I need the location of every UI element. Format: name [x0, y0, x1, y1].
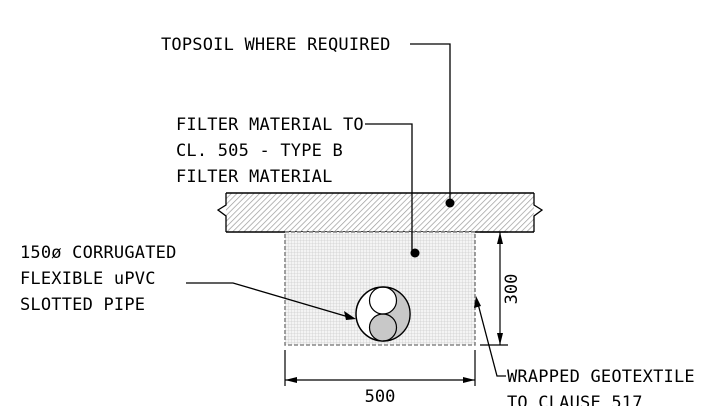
topsoil-leader: [410, 43, 455, 208]
filter-label-line-2: CL. 505 - TYPE B: [176, 141, 343, 161]
geotextile-leader: [474, 296, 506, 377]
pipe-symbol: [355, 286, 411, 342]
filter-label-line-3: FILTER MATERIAL: [176, 167, 333, 187]
geotextile-label-line-1: WRAPPED GEOTEXTILE: [507, 367, 695, 387]
geotextile-label-line-2: TO CLAUSE 517: [507, 393, 643, 406]
pipe-label-line-2: FLEXIBLE uPVC: [20, 269, 156, 289]
filter-label-line-1: FILTER MATERIAL TO: [176, 115, 364, 135]
break-line-left: [216, 193, 227, 232]
depth-dimension-label: 300: [502, 274, 522, 305]
pipe-label-line-1: 150ø CORRUGATED: [20, 243, 177, 263]
filter-leader: [365, 123, 420, 258]
width-dimension: [284, 350, 476, 386]
pipe-leader: [186, 282, 356, 320]
depth-dimension: [480, 231, 508, 346]
pipe-label-line-3: SLOTTED PIPE: [20, 295, 145, 315]
topsoil-layer: [216, 192, 544, 233]
topsoil-label: TOPSOIL WHERE REQUIRED: [161, 35, 391, 55]
break-line-right: [533, 193, 544, 232]
width-dimension-label: 500: [365, 387, 396, 406]
